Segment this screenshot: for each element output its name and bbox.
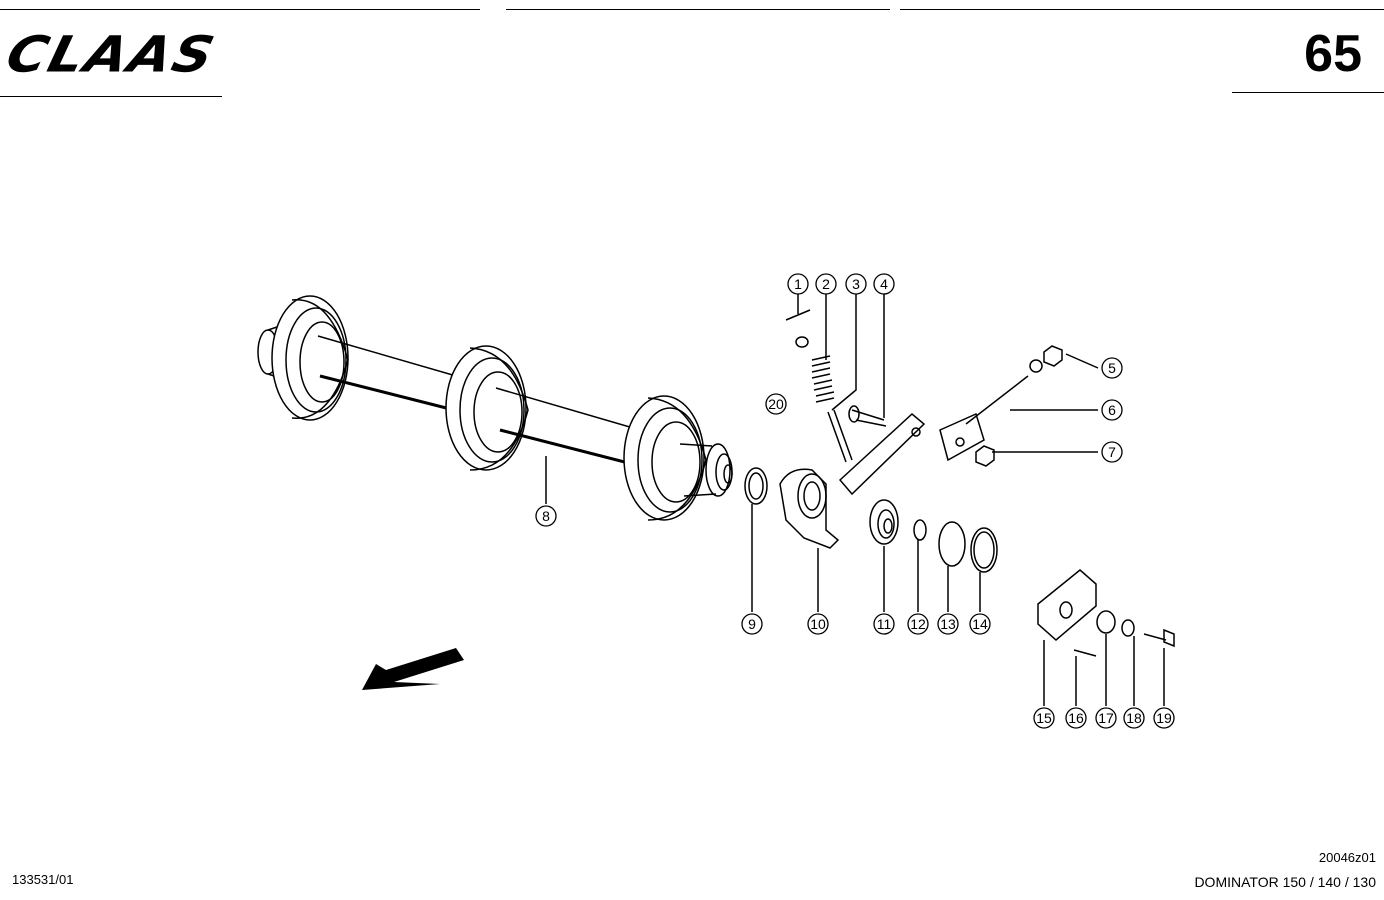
part-20-washer: [795, 336, 809, 348]
part-14-circlip: [970, 527, 998, 573]
part-4-screw: [851, 409, 887, 427]
callout-17: 17: [1098, 710, 1114, 726]
part-19-bolt: [1143, 628, 1175, 648]
page-number: 65: [1304, 25, 1362, 83]
part-1-pin: [785, 309, 811, 321]
part-10-housing: [779, 468, 840, 549]
callout-9: 9: [748, 616, 756, 632]
part-12-ring: [913, 519, 927, 541]
part-9-ring: [744, 467, 768, 505]
pulley-left: [271, 295, 349, 421]
callout-6: 6: [1108, 402, 1116, 418]
part-15-block: [1037, 569, 1097, 641]
model-label: DOMINATOR 150 / 140 / 130: [1194, 874, 1376, 890]
callout-3: 3: [852, 276, 860, 292]
pulley-middle: [445, 345, 529, 471]
document-number: 133531/01: [12, 872, 74, 887]
logo-underline: [0, 96, 222, 97]
pulley-right: [623, 395, 707, 521]
part-17-washer: [1096, 610, 1116, 634]
callout-11: 11: [877, 616, 892, 632]
top-border-left: [0, 9, 480, 10]
tension-arm: [838, 413, 926, 496]
part-18-washer: [1121, 619, 1135, 637]
callout-5: 5: [1108, 360, 1116, 376]
part-11-bearing: [869, 499, 899, 545]
page-number-underline: [1232, 92, 1384, 93]
part-13-cover: [938, 521, 966, 567]
part-16-pin: [1073, 649, 1097, 657]
top-border-middle: [506, 9, 890, 10]
top-border-right: [900, 9, 1384, 10]
callout-13: 13: [940, 616, 956, 632]
callout-18: 18: [1126, 710, 1142, 726]
callout-8: 8: [542, 508, 550, 524]
callout-16: 16: [1068, 710, 1084, 726]
part-6-bracket: [939, 412, 985, 462]
part-6-threaded-rod: [965, 375, 1029, 425]
direction-arrow: [362, 648, 464, 690]
shaft-assembly: [257, 295, 733, 521]
callout-1: 1: [794, 276, 802, 292]
part-5-nut: [1043, 345, 1063, 367]
callout-7: 7: [1108, 444, 1116, 460]
callout-15: 15: [1036, 710, 1052, 726]
part-3-bolt: [827, 409, 853, 463]
callout-20: 20: [768, 396, 784, 412]
callout-19: 19: [1156, 710, 1172, 726]
figure-reference: 20046z01: [1318, 850, 1376, 865]
part-2-spring: [811, 355, 835, 403]
callout-4: 4: [880, 276, 888, 292]
callout-2: 2: [822, 276, 830, 292]
callout-12: 12: [910, 616, 926, 632]
callout-14: 14: [972, 616, 988, 632]
part-7-nut: [975, 445, 995, 467]
callout-10: 10: [810, 616, 826, 632]
